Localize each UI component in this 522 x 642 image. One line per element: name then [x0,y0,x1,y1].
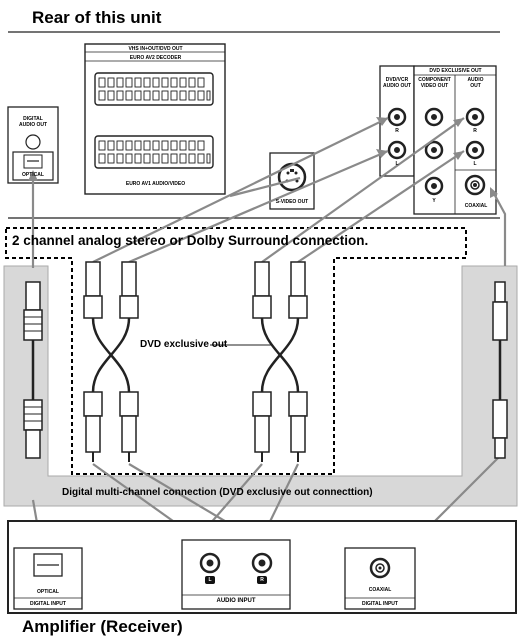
rca-cables [83,261,308,462]
coaxial-out-label: COAXIAL [464,203,488,209]
amp-digital-input-coaxial [344,547,416,610]
dvd-exclusive-out-callout: DVD exclusive out [140,339,228,350]
amp-jack-r-label: R [260,577,264,583]
jack-r-label: R [395,128,399,134]
amplifier-title: Amplifier (Receiver) [22,617,183,636]
audio-out-label: AUDIO OUT [467,77,484,89]
dvd-exclusive-out-label: DVD EXCLUSIVE OUT [429,68,482,74]
audio-jack-r-label: R [473,128,477,134]
amp-digital-input-left-label: DIGITAL INPUT [30,601,66,607]
amp-coaxial-label: COAXIAL [368,587,392,593]
component-video-out-label: COMPONENT VIDEO OUT [418,77,451,89]
analog-connection-outline [5,227,467,475]
optical-cable-left [23,281,43,459]
euro-scart-panel [84,43,226,195]
coaxial-cable-right [492,281,508,459]
amp-audio-input-label: AUDIO INPUT [216,598,256,604]
analog-connection-label: 2 channel analog stereo or Dolby Surroun… [12,233,369,248]
amp-optical-label: OPTICAL [37,589,59,595]
euro-av1-label: EURO AV1 AUDIO/VIDEO [125,181,186,187]
digital-connection-band [3,265,518,507]
dvdvcr-audio-out-label: DVD/VCR AUDIO OUT [382,77,412,89]
amp-audio-input [181,539,291,610]
optical-label: OPTICAL [22,172,44,178]
jack-l-label: L [395,161,399,167]
amp-digital-input-right-label: DIGITAL INPUT [362,601,398,607]
rear-unit-title: Rear of this unit [32,8,162,27]
euro-av2-label: EURO AV2 DECODER [129,55,182,61]
amp-jack-l-label: L [208,577,212,583]
digital-connection-label: Digital multi-channel connection (DVD ex… [62,487,373,498]
svideo-out-label: S-VIDEO OUT [275,199,309,205]
svideo-jack-icon [277,162,307,192]
vhs-out-label: VHS IN+OUT/DVD OUT [128,46,183,52]
digital-audio-out-jack-icon [25,134,41,150]
jack-y-label: Y [432,198,436,204]
digital-audio-out-label: DIGITAL AUDIO OUT [18,116,48,128]
audio-jack-l-label: L [473,161,477,167]
